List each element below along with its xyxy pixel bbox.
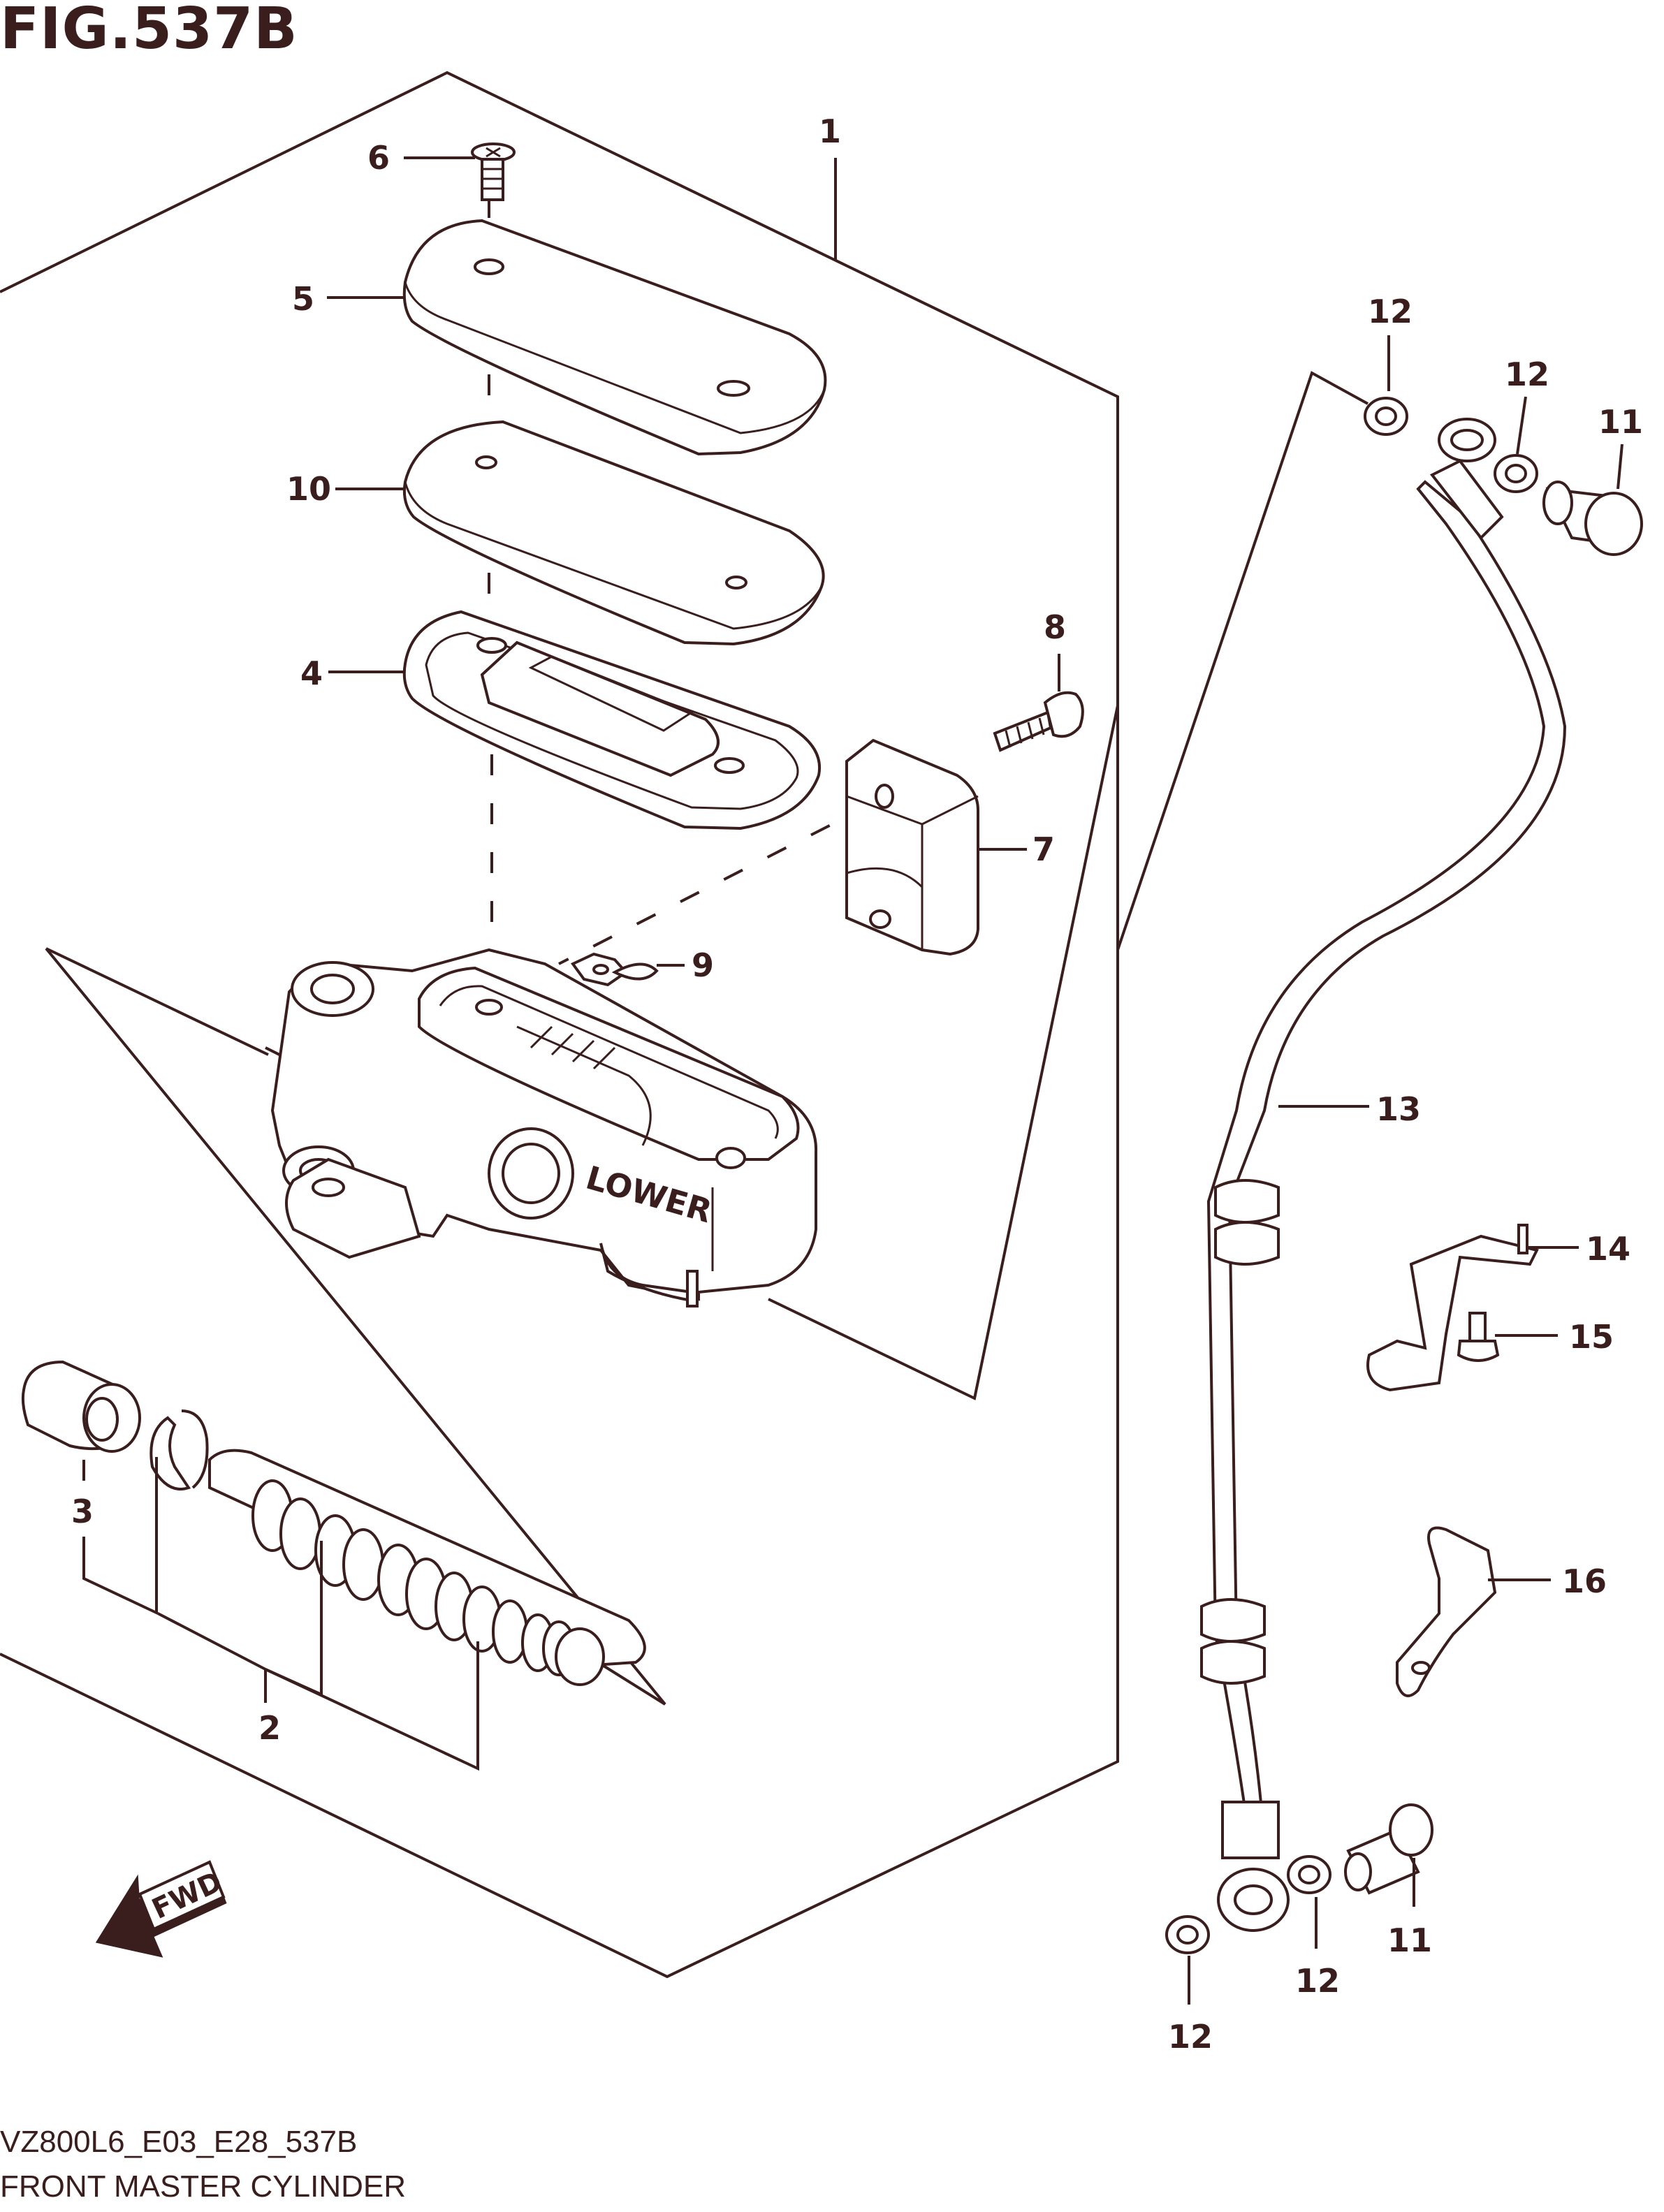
figure-title: FIG.537B <box>0 0 298 62</box>
hose-outline <box>1116 371 1369 951</box>
piston-kit-outline <box>45 947 666 1706</box>
master-cylinder-body: LOWER <box>270 948 818 1308</box>
clamp-bolt-part[interactable] <box>993 691 1084 752</box>
callout-14: 14 <box>1586 1230 1630 1268</box>
callout-1: 1 <box>819 112 841 150</box>
washer-part-d[interactable] <box>1165 1915 1210 1954</box>
diaphragm-gasket-part[interactable] <box>402 610 822 830</box>
callout-10: 10 <box>286 470 331 508</box>
callout-12-c: 12 <box>1295 1962 1340 2000</box>
nut-part[interactable] <box>570 952 659 987</box>
washer-part-b[interactable] <box>1494 454 1538 493</box>
hose-clamp-part[interactable] <box>1396 1526 1497 1697</box>
callout-12-b: 12 <box>1505 356 1549 393</box>
callout-6: 6 <box>367 139 390 177</box>
washer-part-a[interactable] <box>1364 397 1408 436</box>
callout-13: 13 <box>1376 1090 1421 1128</box>
callout-8: 8 <box>1044 608 1066 646</box>
figure-code: VZ800L6_E03_E28_537B <box>0 2125 358 2159</box>
callout-11-upper: 11 <box>1598 403 1643 441</box>
fwd-arrow-icon: FWD <box>95 1860 227 1958</box>
callout-12-d: 12 <box>1168 2018 1213 2056</box>
brake-hose-part[interactable] <box>1200 418 1567 1932</box>
bracket-bolt-part[interactable] <box>1457 1312 1500 1362</box>
callout-2: 2 <box>258 1709 281 1747</box>
figure-name: FRONT MASTER CYLINDER <box>0 2169 407 2204</box>
banjo-bolt-part-b[interactable] <box>1344 1803 1433 1895</box>
callout-7: 7 <box>1032 830 1055 868</box>
callout-15: 15 <box>1569 1318 1614 1356</box>
callout-11-lower: 11 <box>1387 1921 1432 1959</box>
leader-lines <box>82 156 1623 2005</box>
handlebar-clamp-part[interactable] <box>845 738 979 956</box>
callout-labels: 1 2 3 4 5 6 7 8 9 10 11 11 12 12 12 12 1… <box>71 112 1643 2056</box>
washer-part-c[interactable] <box>1287 1855 1331 1894</box>
callout-12-a: 12 <box>1368 293 1413 330</box>
callout-16: 16 <box>1562 1562 1607 1600</box>
callout-9: 9 <box>692 946 714 984</box>
banjo-bolt-part-a[interactable] <box>1542 481 1643 556</box>
reservoir-cap-part[interactable] <box>402 219 827 456</box>
piston-kit-part[interactable] <box>149 1409 646 1686</box>
hose-bracket-part[interactable] <box>1366 1224 1539 1392</box>
boot-part[interactable] <box>21 1360 141 1453</box>
callout-4: 4 <box>300 654 323 692</box>
callout-3: 3 <box>71 1493 94 1530</box>
callout-5: 5 <box>292 280 314 318</box>
diaphragm-plate-part[interactable] <box>402 420 825 646</box>
screw-part[interactable] <box>471 142 516 201</box>
reservoir-outline <box>768 705 1119 1400</box>
